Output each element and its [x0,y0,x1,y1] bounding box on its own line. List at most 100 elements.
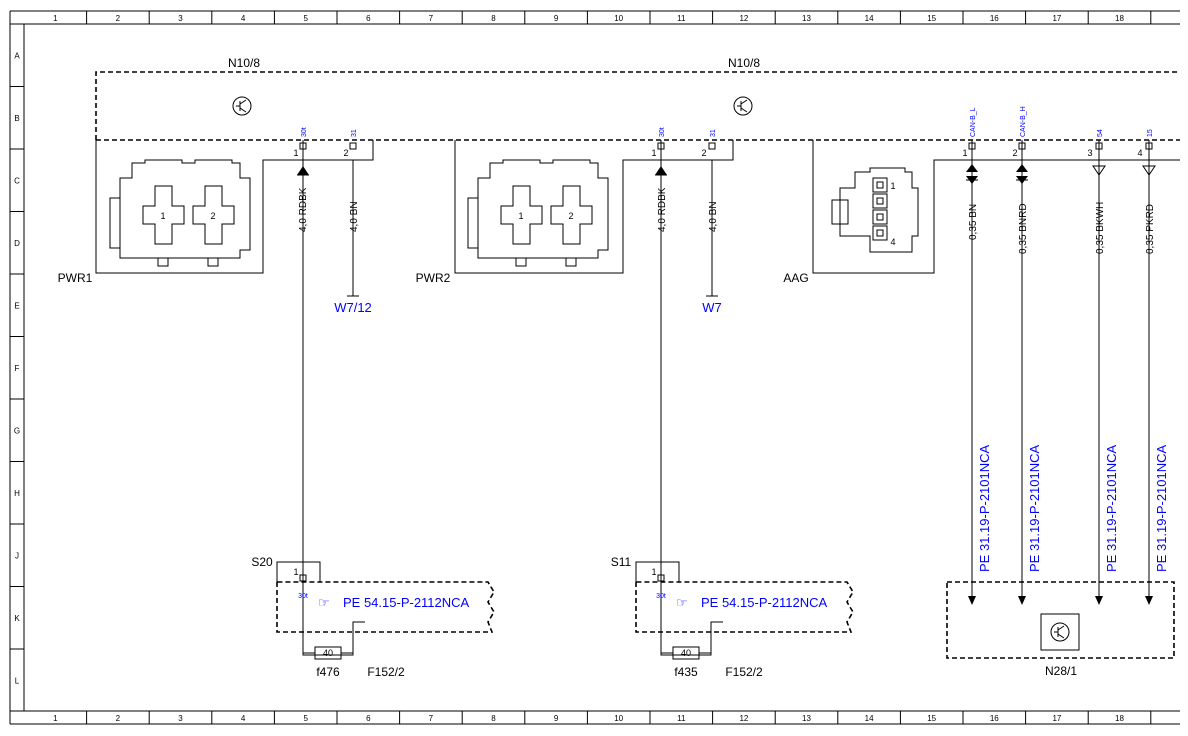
column-label: 9 [554,714,559,723]
fuse-wiring-right [660,621,723,660]
pin-label-can-h: CAN-B_H [1020,106,1027,137]
column-label: 6 [366,14,371,23]
wire-label: 4,0 BN [708,201,719,232]
column-label: 9 [554,14,559,23]
module-n10-8-outline [95,71,1180,141]
column-label: 3 [178,14,183,23]
row-label: E [14,301,19,310]
wire-label: 4,0 BN [349,201,360,232]
fuse-box-outline-left [276,581,495,633]
pin-number: 1 [962,148,967,158]
fuse-block-label: F152/2 [725,665,763,679]
cavity-number: 2 [210,211,215,221]
wire-label: 0,35 PKRD [1145,204,1156,254]
column-label: 2 [116,14,121,23]
pin-number: 2 [1012,148,1017,158]
column-label: 18 [1115,14,1124,23]
fuse-ref-link[interactable]: PE 54.15-P-2112NCA [701,595,828,610]
connector-pwr1 [95,140,374,274]
pin-label-can-l: CAN-B_L [970,107,977,137]
wire-label: 0,35 BKWH [1095,202,1106,254]
connector-pwr2 [454,140,734,274]
module-label-right: N10/8 [728,56,760,70]
column-label: 13 [802,714,811,723]
can-ref-link[interactable]: PE 31.19-P-2101NCA [977,444,992,572]
pin-number: 1 [293,567,298,577]
column-label: 12 [739,14,748,23]
fuse-label-f476: f476 [316,665,340,679]
pin-label-15: 15 [1147,129,1154,137]
wire-rdbk-pwr1 [297,160,309,560]
column-label: 10 [614,14,623,23]
pin-number: 2 [701,148,706,158]
column-label: 7 [429,14,434,23]
fuse-box-outline-right [635,581,854,633]
column-label: 2 [116,714,121,723]
pin-number: 1 [293,148,298,158]
connector-label-pwr2: PWR2 [416,271,451,285]
ground-link-w7-12[interactable]: W7/12 [334,300,372,315]
column-label: 15 [927,714,936,723]
fuse-rating: 40 [681,648,691,658]
can-ref-link[interactable]: PE 31.19-P-2101NCA [1027,444,1042,572]
row-label: K [14,614,20,623]
wire-rdbk-pwr2 [655,160,667,560]
column-label: 5 [303,14,308,23]
fuse-wiring-left [302,621,365,660]
splice-label-s20: S20 [251,555,273,569]
pin-terminal [657,142,716,150]
pin-label-30t: 30t [656,593,666,600]
column-label: 8 [491,14,496,23]
cavity-number: 1 [518,211,523,221]
fuse-label-f435: f435 [674,665,698,679]
cavity-number: 1 [160,211,165,221]
column-label: 7 [429,714,434,723]
pin-label-31: 31 [710,129,717,137]
row-label: D [14,239,20,248]
column-label: 4 [241,714,246,723]
pin-terminal [299,142,357,150]
row-label: H [14,489,20,498]
wire-bn-pwr1 [347,160,359,297]
fuse-ref-link[interactable]: PE 54.15-P-2112NCA [343,595,470,610]
column-label: 8 [491,714,496,723]
hand-pointer-icon: ☞ [318,595,330,610]
pin-number: 4 [1137,148,1142,158]
wire-bn-pwr2 [706,160,718,297]
cavity-number: 2 [568,211,573,221]
row-ticks [10,86,24,650]
module-label-left: N10/8 [228,56,260,70]
fuse-block-label: F152/2 [367,665,405,679]
pin-number: 1 [651,567,656,577]
column-label: 11 [677,14,686,23]
pin-number: 1 [651,148,656,158]
row-label: F [15,364,20,373]
can-ref-link[interactable]: PE 31.19-P-2101NCA [1154,444,1169,572]
column-label: 16 [990,714,999,723]
ground-link-w7[interactable]: W7 [702,300,722,315]
grid-frame [9,10,1180,725]
column-label: 17 [1052,14,1061,23]
pin-label-30t: 30t [298,593,308,600]
row-label: C [14,176,20,185]
wire-label: 0,35 BN [968,204,979,240]
row-label: A [14,51,20,60]
column-label: 11 [677,714,686,723]
transistor-icon [733,96,753,116]
wire-54 [1092,160,1106,605]
module-label-bottom: N28/1 [1045,664,1077,678]
can-ref-link[interactable]: PE 31.19-P-2101NCA [1104,444,1119,572]
pin-number: 3 [1087,148,1092,158]
column-label: 14 [865,714,874,723]
pin-terminal [968,140,1153,160]
column-label: 16 [990,14,999,23]
splice-label-s11: S11 [611,555,632,569]
column-label: 17 [1052,714,1061,723]
module-n28-1-outline [946,581,1175,659]
connector-aag [812,140,1180,274]
column-label: 6 [366,714,371,723]
column-label: 12 [739,714,748,723]
